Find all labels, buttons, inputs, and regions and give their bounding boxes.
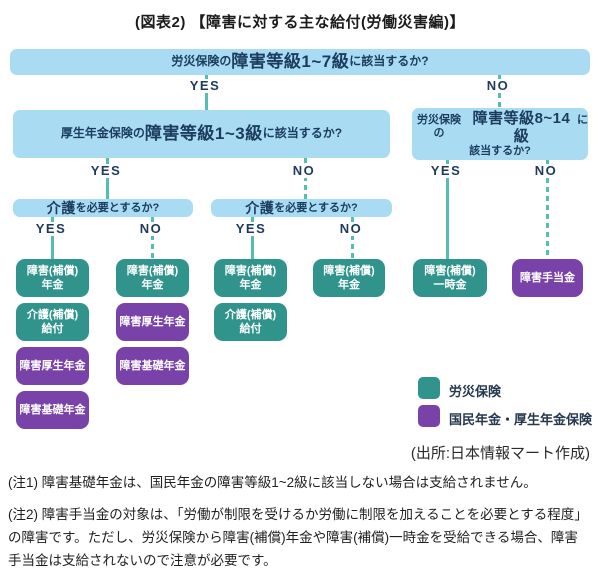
connector-q5-no	[351, 217, 354, 259]
legend-label-nenkin: 国民年金・厚生年金保険	[449, 412, 593, 427]
benefit-kaigo-hosho-kyufu: 介護(補償) 給付	[16, 303, 89, 341]
question-box-q3: 労災保険の障害等級8~14級に 該当するか?	[412, 108, 588, 160]
q4-emphasis: 介護	[46, 199, 76, 216]
benefit-shogai-hosho-ichijikin: 障害(補償) 一時金	[413, 259, 487, 297]
q3-suffix: に	[577, 114, 588, 127]
note-1: (注1) 障害基礎年金は、国民年金の障害等級1~2級に該当しない場合は支給されま…	[8, 475, 537, 490]
benefit-shogai-kosei-nenkin: 障害厚生年金	[16, 347, 89, 385]
label-q5-no: NO	[323, 222, 379, 236]
question-box-q4: 介護を必要とするか?	[13, 199, 193, 217]
source-credit: (出所:日本情報マート作成)	[410, 445, 590, 462]
question-box-q5: 介護を必要とするか?	[211, 199, 392, 217]
legend-label-rousai: 労災保険	[449, 384, 502, 399]
legend-swatch-rousai	[418, 377, 440, 399]
legend-swatch-nenkin	[418, 405, 440, 427]
label-q2-no: NO	[276, 164, 332, 178]
label-q1-no: NO	[470, 79, 526, 93]
label-q4-no: NO	[123, 222, 179, 236]
figure-title: (図表2) 【障害に対する主な給付(労働災害編)】	[135, 14, 465, 31]
note-2: (注2) 障害手当金の対象は、「労働が制限を受けるか労働に制限を加えることを必要…	[8, 507, 588, 568]
benefit-shogai-kiso-nenkin: 障害基礎年金	[116, 347, 189, 385]
connector-q2-yes	[106, 158, 109, 199]
benefit-shogai-hosho-nenkin: 障害(補償) 年金	[214, 259, 287, 297]
benefit-shogai-kiso-nenkin: 障害基礎年金	[16, 391, 89, 429]
connector-q4-yes	[51, 217, 54, 259]
q2-prefix: 厚生年金保険の	[60, 126, 145, 141]
q2-suffix: に該当するか?	[262, 126, 343, 141]
benefit-shogai-teatekin: 障害手当金	[512, 259, 583, 297]
connector-q3-yes	[446, 160, 449, 259]
connector-q3-no	[546, 160, 549, 259]
label-q3-no: NO	[518, 164, 574, 178]
q1-suffix: に該当するか?	[349, 54, 429, 69]
benefit-shogai-hosho-nenkin: 障害(補償) 年金	[116, 259, 189, 297]
q4-suffix: を必要とするか?	[75, 201, 160, 214]
label-q3-yes: YES	[418, 164, 474, 178]
label-q1-yes: YES	[177, 79, 233, 93]
q2-emphasis: 障害等級1~3級	[144, 124, 263, 144]
q1-prefix: 労災保険の	[171, 54, 232, 69]
connector-q5-yes	[251, 217, 254, 259]
q5-emphasis: 介護	[245, 199, 275, 216]
label-q2-yes: YES	[78, 164, 134, 178]
question-box-q2: 厚生年金保険の障害等級1~3級に該当するか?	[13, 110, 390, 158]
question-box-q1: 労災保険の障害等級1~7級に該当するか?	[10, 49, 590, 75]
q3-emphasis: 障害等級8~14級	[472, 110, 571, 145]
connector-q4-no	[151, 217, 154, 259]
q1-emphasis: 障害等級1~7級	[231, 52, 350, 72]
benefit-shogai-hosho-nenkin: 障害(補償) 年金	[313, 259, 385, 297]
benefit-shogai-hosho-nenkin: 障害(補償) 年金	[16, 259, 89, 297]
q3-prefix: 労災保険の	[416, 114, 461, 140]
benefit-kaigo-hosho-kyufu: 介護(補償) 給付	[214, 303, 287, 341]
connector-q2-no	[304, 158, 307, 199]
q5-suffix: を必要とするか?	[274, 201, 358, 214]
q3-line2: 該当するか?	[469, 144, 531, 157]
label-q5-yes: YES	[223, 222, 279, 236]
benefit-shogai-kosei-nenkin: 障害厚生年金	[116, 303, 189, 341]
label-q4-yes: YES	[23, 222, 79, 236]
